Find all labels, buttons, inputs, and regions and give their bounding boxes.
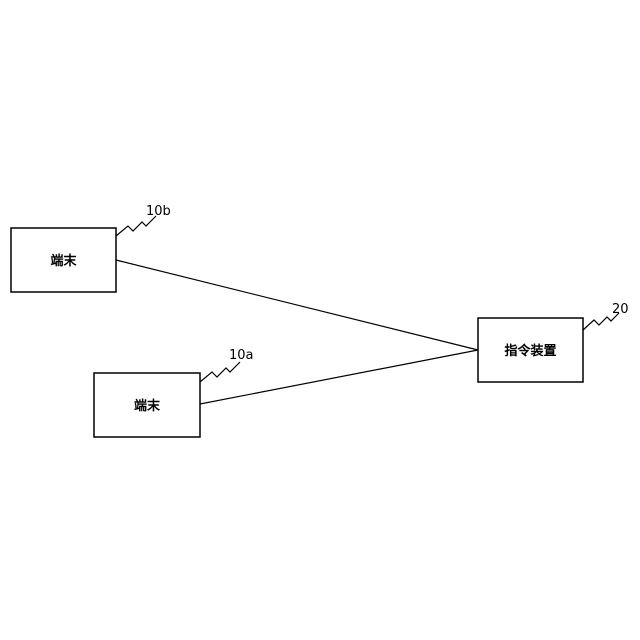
terminal-a-leader-line (200, 362, 240, 382)
command-device-label: 指令装置 (504, 343, 556, 359)
connector-terminal-b-to-command-device (116, 260, 478, 350)
terminal-b-label: 端末 (50, 253, 77, 269)
terminal-b-leader-line (116, 216, 156, 236)
terminal-b-ref-label: 10b (146, 204, 171, 219)
node-command-device: 指令装置 20 (478, 302, 629, 382)
command-device-ref-label: 20 (612, 302, 629, 317)
terminal-a-label: 端末 (134, 398, 161, 414)
terminal-a-ref-label: 10a (229, 348, 254, 363)
node-terminal-b: 端末 10b (11, 204, 171, 292)
node-terminal-a: 端末 10a (94, 348, 254, 437)
